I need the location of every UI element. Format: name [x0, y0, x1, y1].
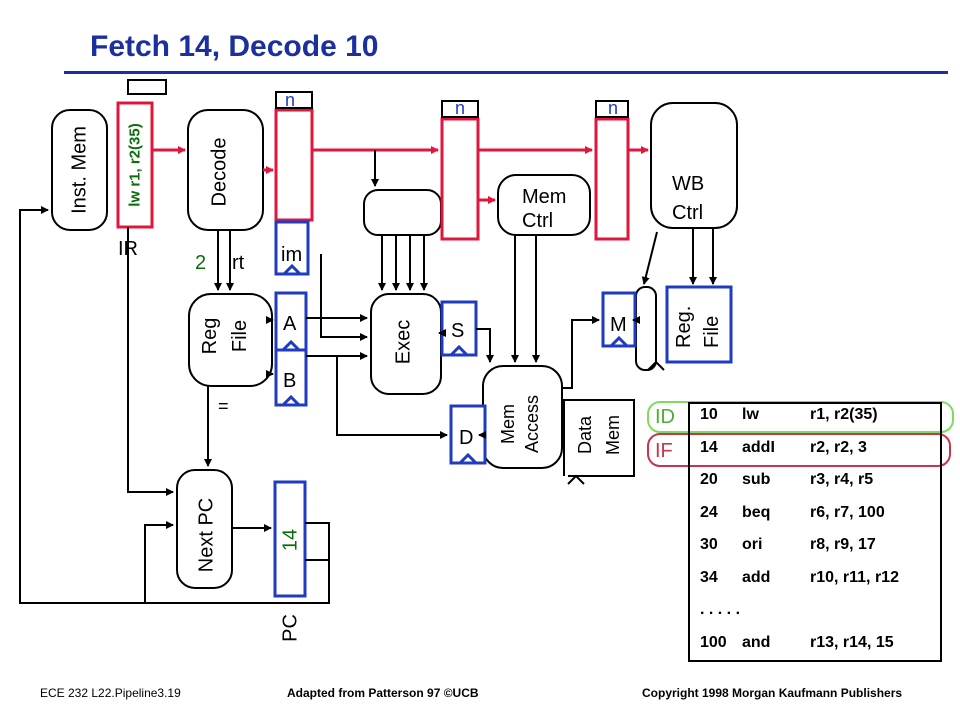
n-label-3: n: [608, 98, 619, 118]
a-label: A: [283, 313, 297, 335]
program-addr: 100: [700, 633, 727, 651]
wb-latch-box: [635, 286, 657, 371]
mem-ctrl-box: [497, 174, 591, 236]
if-highlight: [647, 433, 951, 467]
title-underline: [64, 71, 948, 74]
program-args: r1, r2(35): [810, 406, 878, 423]
mem-ctrl-label: Mem Ctrl: [522, 186, 567, 232]
exec-control-box: [363, 189, 442, 236]
wb-ctrl-label: WB Ctrl: [672, 173, 705, 224]
footer-right: Copyright 1998 Morgan Kaufmann Publisher…: [642, 686, 903, 700]
clock-chevrons: [281, 263, 629, 465]
footer-left: ECE 232 L22.Pipeline3.19: [40, 686, 181, 700]
program-op: addI: [742, 438, 775, 456]
program-addr: 24: [700, 503, 718, 521]
reg-file-wb-box: [665, 285, 733, 364]
inst-mem-box: [51, 109, 108, 231]
program-args: r8, r9, 17: [810, 536, 876, 553]
program-op: add: [742, 568, 771, 586]
pc-register: [273, 480, 307, 598]
rt-label: rt: [232, 252, 245, 274]
inst-mem-label: Inst. Mem: [68, 126, 91, 214]
exec-label: Exec: [392, 319, 415, 365]
slide-title: Fetch 14, Decode 10: [90, 30, 379, 63]
data-mem-box: [563, 399, 635, 477]
program-op: beq: [742, 503, 771, 521]
program-addr: 30: [700, 536, 718, 553]
n-tag-2: [441, 100, 479, 118]
program-addr: . . . . .: [700, 601, 741, 618]
program-op: lw: [742, 406, 759, 423]
m-label: M: [610, 314, 627, 336]
n-tag-1: [275, 91, 313, 109]
black-clock-chevrons: [567, 360, 665, 485]
im-label: im: [281, 244, 303, 266]
stage-id-label: ID: [655, 406, 675, 428]
program-addr: 20: [700, 471, 718, 488]
ir-contents: lw r1, r2(35): [126, 123, 144, 207]
program-args: r13, r14, 15: [810, 633, 894, 651]
d-label: D: [459, 427, 474, 449]
ctrl-reg-2: [440, 117, 480, 241]
program-args: r2, r2, 3: [810, 438, 867, 456]
ir-register: [116, 101, 154, 229]
reg-file-label: Reg File: [199, 317, 251, 355]
decode-label: Decode: [208, 137, 231, 207]
ctrl-reg-1: [274, 108, 314, 222]
n-tag-3: [595, 100, 629, 118]
n-label-1: n: [285, 90, 296, 110]
program-args: r3, r4, r5: [810, 471, 874, 488]
mem-access-label: Mem Access: [498, 394, 542, 454]
pc-value: 14: [279, 528, 302, 552]
reg-file-wb-label: Reg. File: [673, 305, 723, 348]
ir-latch-marker: [127, 79, 167, 95]
program-listing: 10 lw r1, r2(35) 14 addI r2, r2, 3 20 sub r3, r4…: [688, 402, 942, 662]
n-label-2: n: [455, 98, 466, 118]
data-mem-label: Data Mem: [575, 415, 623, 455]
program-op: sub: [742, 471, 771, 488]
program-args: r6, r7, 100: [810, 503, 885, 521]
rs-value: 2: [195, 252, 207, 274]
pc-label: PC: [279, 614, 302, 642]
program-args: r10, r11, r12: [810, 568, 899, 586]
ir-label: IR: [118, 238, 138, 260]
program-addr: 34: [700, 568, 718, 586]
equals-label: =: [218, 396, 229, 416]
program-op: ori: [742, 536, 763, 553]
footer-center: Adapted from Patterson 97 ©UCB: [287, 686, 479, 700]
b-label: B: [283, 370, 297, 392]
stage-if-label: IF: [655, 440, 673, 462]
next-pc-label: Next PC: [195, 497, 218, 573]
program-addr: 14: [700, 438, 718, 456]
reg-file-box: [188, 293, 273, 387]
program-op: and: [742, 633, 771, 651]
s-label: S: [451, 320, 465, 342]
ctrl-reg-3: [594, 117, 630, 241]
program-addr: 10: [700, 406, 718, 423]
